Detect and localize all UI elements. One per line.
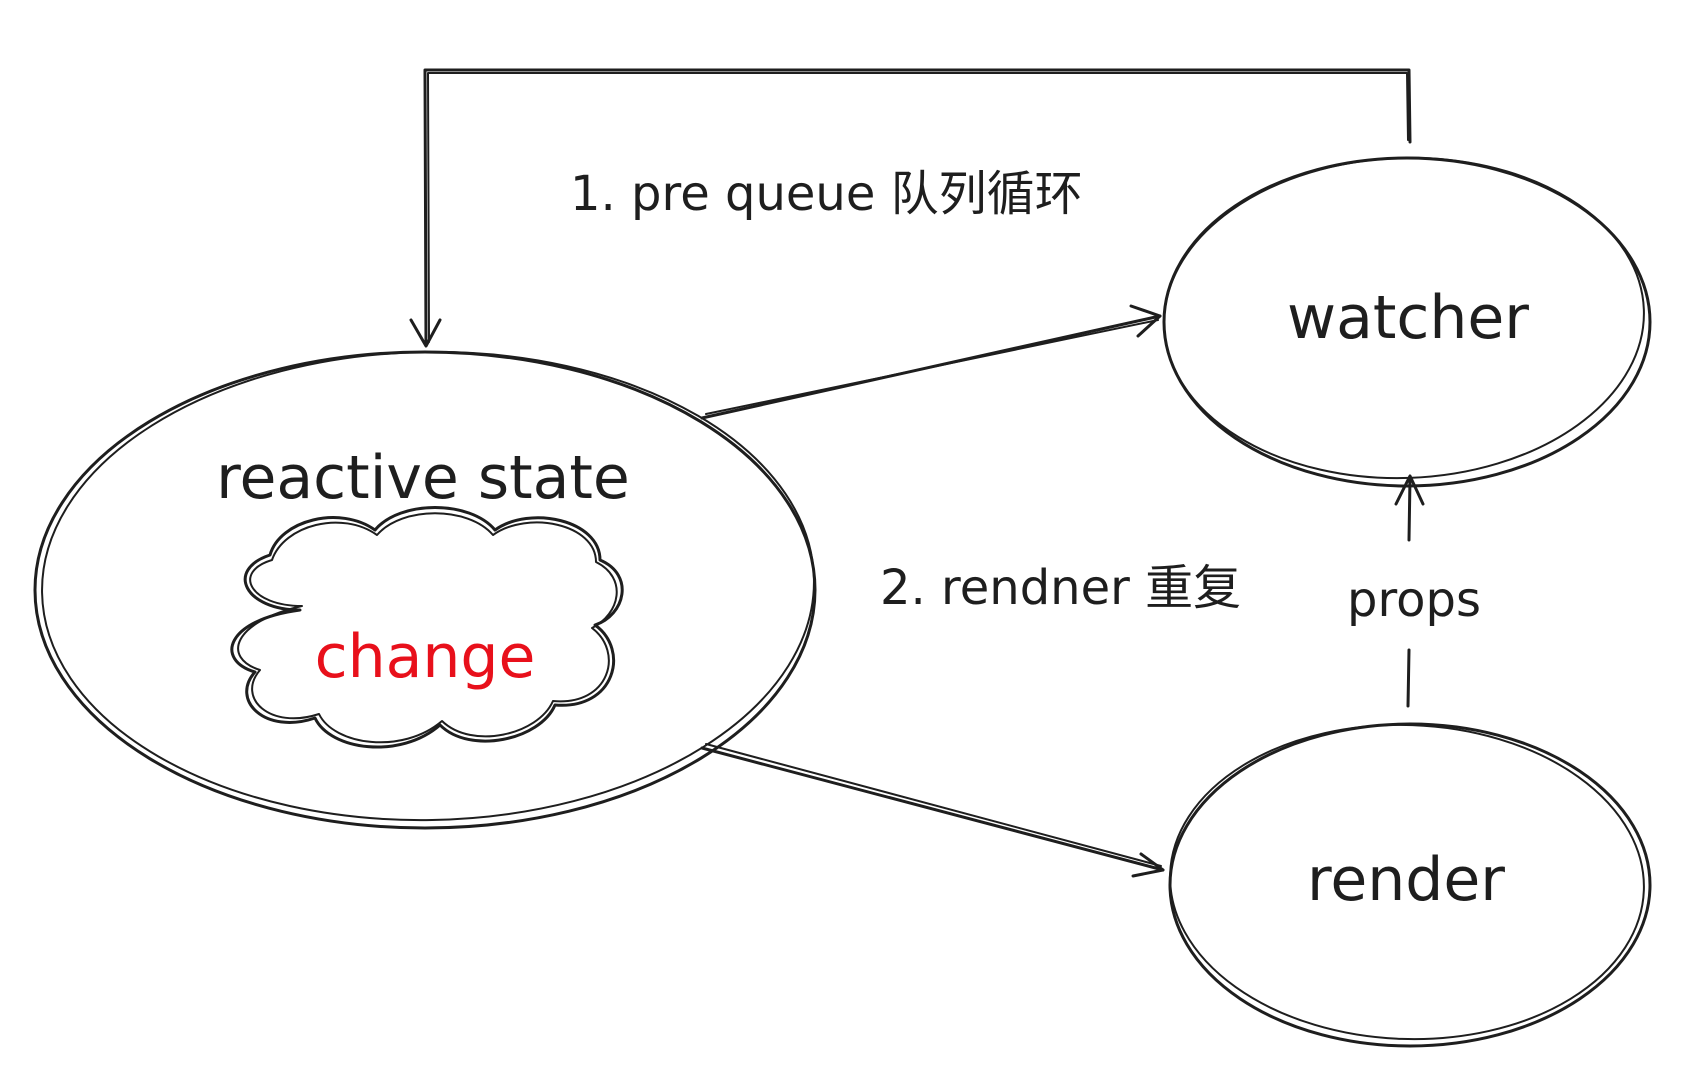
- state-to-render-arrow: [700, 743, 1165, 878]
- watcher-label: watcher: [1287, 283, 1529, 353]
- render-label: render: [1307, 845, 1505, 915]
- state-to-watcher-arrow: [700, 304, 1162, 420]
- pre-queue-arrow: [409, 68, 1412, 348]
- change-cloud: [230, 506, 624, 749]
- render-node: [1168, 722, 1652, 1048]
- change-label: change: [314, 622, 536, 692]
- reactive-state-label: reactive state: [216, 443, 630, 513]
- props-arrow: [1394, 474, 1425, 708]
- pre-queue-label: 1. pre queue 队列循环: [570, 166, 1083, 222]
- props-label: props: [1347, 572, 1481, 628]
- render-repeat-label: 2. rendner 重复: [880, 560, 1242, 616]
- reactive-state-node: [33, 350, 817, 830]
